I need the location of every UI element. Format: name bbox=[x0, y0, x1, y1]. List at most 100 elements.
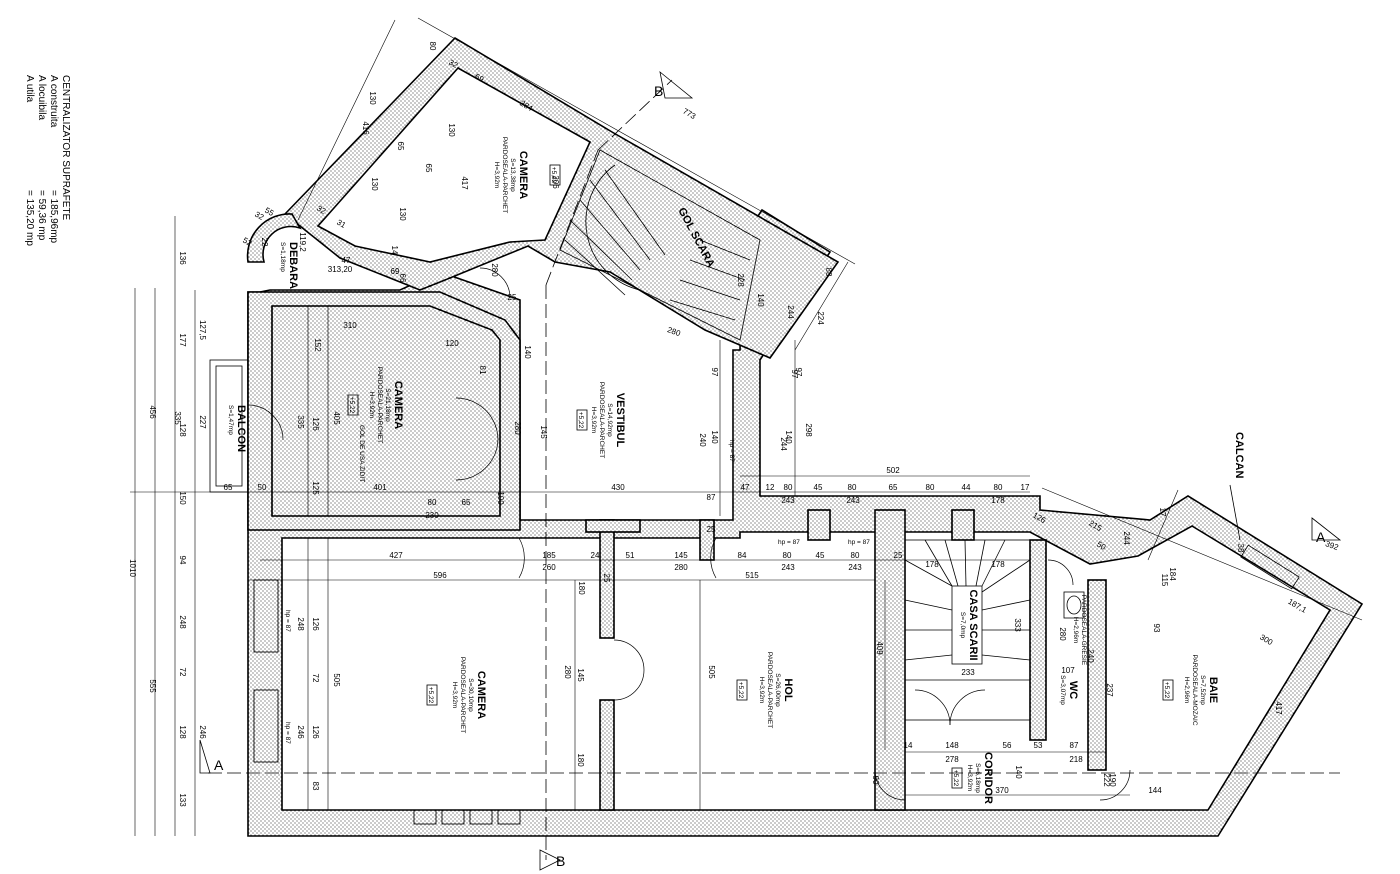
dimension-label: 310 bbox=[343, 321, 357, 330]
dimension-label: 417 bbox=[460, 176, 469, 190]
dimension-label: 51 bbox=[626, 551, 635, 560]
dimension-label: 125 bbox=[311, 481, 320, 495]
dimension-label: 180 bbox=[576, 753, 585, 767]
svg-text:H=3,92m: H=3,92m bbox=[451, 682, 458, 709]
dimension-label: 130 bbox=[370, 177, 379, 191]
room-vestibul: VESTIBUL S=14,92mp PARDOSEALA-PARCHET H=… bbox=[576, 382, 626, 458]
dimension-label: 65 bbox=[396, 142, 405, 151]
hp-labels: hp = 87 hp = 87 hp = 87 hp = 87 hp = 87 bbox=[284, 440, 870, 744]
windows bbox=[253, 544, 1300, 825]
svg-text:+5,22: +5,22 bbox=[348, 397, 355, 414]
room-name: CORIDOR bbox=[982, 752, 994, 804]
svg-text:hp = 87: hp = 87 bbox=[778, 539, 800, 546]
dimension-label: 140 bbox=[523, 345, 532, 359]
section-label-a-left: A bbox=[214, 757, 224, 773]
legend-title: CENTRALIZATOR SUPRAFETE bbox=[60, 75, 71, 221]
svg-text:S=14,92mp: S=14,92mp bbox=[606, 403, 613, 437]
upper-room-wall bbox=[283, 36, 840, 359]
svg-text:H=3,92m: H=3,92m bbox=[493, 162, 500, 189]
svg-text:hp = 87: hp = 87 bbox=[848, 539, 870, 546]
dimension-label: 12 bbox=[766, 483, 775, 492]
dimension-label: 184 bbox=[1168, 567, 1177, 581]
dimension-label: 97 bbox=[710, 368, 719, 377]
dimension-label: 260 bbox=[542, 563, 556, 572]
dimension-label: 126 bbox=[311, 617, 320, 631]
dimension-label: 505 bbox=[332, 673, 341, 687]
dimension-label: 50 bbox=[258, 483, 267, 492]
room-camera-top: CAMERA S=13,38mp PARDOSEALA-PARCHET H=3,… bbox=[493, 137, 561, 213]
dimension-label: 90 bbox=[871, 776, 880, 785]
dimension-label: 115 bbox=[1160, 574, 1169, 587]
gol-usa-label: GOL DE USA ZIDIT bbox=[358, 425, 365, 482]
dimension-label: 244 bbox=[779, 437, 788, 451]
dimension-label: 100 bbox=[496, 491, 505, 505]
dimension-label: 298 bbox=[804, 423, 813, 437]
dimension-label: 53 bbox=[1034, 741, 1043, 750]
dimension-label: 65 bbox=[224, 483, 233, 492]
dimension-label: 140 bbox=[710, 430, 719, 444]
room-name: BAIE bbox=[1207, 677, 1219, 703]
legend-label-construita: A construita bbox=[48, 75, 59, 128]
dimension-label: 45 bbox=[814, 483, 823, 492]
dimension-label: 97 bbox=[790, 370, 799, 379]
dimension-label: 243 bbox=[848, 563, 862, 572]
room-name: CAMERA bbox=[475, 671, 487, 719]
section-arrow-a-left bbox=[199, 739, 211, 774]
dimension-label: 126 bbox=[311, 725, 320, 739]
dimension-label: 278 bbox=[945, 755, 959, 764]
dimension-label: 128 bbox=[178, 423, 187, 437]
dimension-label: 80 bbox=[428, 42, 437, 51]
dimension-lines bbox=[130, 17, 1363, 836]
room-name: CASA SCARII bbox=[967, 589, 979, 660]
legend-value-locuibila: = 59,36 mp bbox=[36, 190, 47, 241]
dimension-label: 280 bbox=[674, 563, 688, 572]
dimension-label: 80 bbox=[784, 483, 793, 492]
dimension-label: 555 bbox=[148, 679, 157, 693]
dimension-label: 88 bbox=[824, 268, 833, 277]
calcan-leader bbox=[1229, 484, 1241, 541]
dimension-label: 335 bbox=[173, 411, 182, 425]
dimension-label: 47 bbox=[342, 256, 351, 265]
room-baie: BAIE S=7,52mp PARDOSEALA-MOZAIC H=2,96m … bbox=[1162, 654, 1219, 726]
svg-text:hp = 87: hp = 87 bbox=[728, 440, 735, 462]
dimension-label: 38 bbox=[1236, 544, 1245, 553]
dimension-label: 47 bbox=[741, 483, 750, 492]
dimension-label: 417 bbox=[1274, 701, 1283, 715]
wc-wall-right bbox=[1087, 579, 1107, 771]
legend-label-utila: A utila bbox=[24, 75, 35, 103]
dimension-label: 25 bbox=[602, 574, 611, 583]
dimension-label: 25 bbox=[707, 525, 716, 534]
svg-text:S=13,38mp: S=13,38mp bbox=[509, 158, 516, 192]
svg-text:H=3,92m: H=3,92m bbox=[966, 765, 973, 792]
dimension-label: 80 bbox=[783, 551, 792, 560]
dimension-label: 237 bbox=[1105, 683, 1114, 697]
dimension-label: 280 bbox=[1058, 627, 1067, 641]
section-arrow-b-top bbox=[659, 70, 694, 99]
dimension-label: 227 bbox=[198, 415, 207, 429]
dimension-label: 228 bbox=[736, 273, 745, 287]
dimension-label: 145 bbox=[674, 551, 688, 560]
dimension-label: 280 bbox=[563, 665, 572, 679]
wc-wall-left bbox=[1029, 539, 1047, 741]
svg-text:H=3,92m: H=3,92m bbox=[758, 677, 765, 704]
dimension-label: 243 bbox=[781, 496, 795, 505]
dimension-label: 56 bbox=[1003, 741, 1012, 750]
dimension-label: 280 bbox=[490, 263, 499, 277]
dimension-label: 140 bbox=[756, 293, 765, 307]
svg-text:+5,22: +5,22 bbox=[952, 770, 959, 787]
legend: CENTRALIZATOR SUPRAFETE A construita = 1… bbox=[24, 75, 71, 246]
dimension-label: 248 bbox=[296, 617, 305, 631]
dimension-label: 152 bbox=[313, 338, 322, 352]
dimension-label: 150 bbox=[178, 491, 187, 505]
dimension-label: 145 bbox=[539, 425, 548, 439]
dimension-label: 280 bbox=[513, 421, 522, 435]
svg-text:PARDOSEALA-PARCHET: PARDOSEALA-PARCHET bbox=[501, 137, 508, 213]
dimension-label: 370 bbox=[995, 786, 1009, 795]
dimension-label: 1010 bbox=[128, 559, 137, 577]
dimension-label: 83 bbox=[311, 782, 320, 791]
dimension-label: 140 bbox=[1014, 765, 1023, 779]
dimension-label: 333 bbox=[1013, 618, 1022, 632]
dimension-label: 65 bbox=[889, 483, 898, 492]
room-wc: WC S=3,07mp PARDOSEALA-GRESIE H=2,96m bbox=[1059, 595, 1087, 705]
svg-text:hp = 87: hp = 87 bbox=[284, 722, 291, 744]
